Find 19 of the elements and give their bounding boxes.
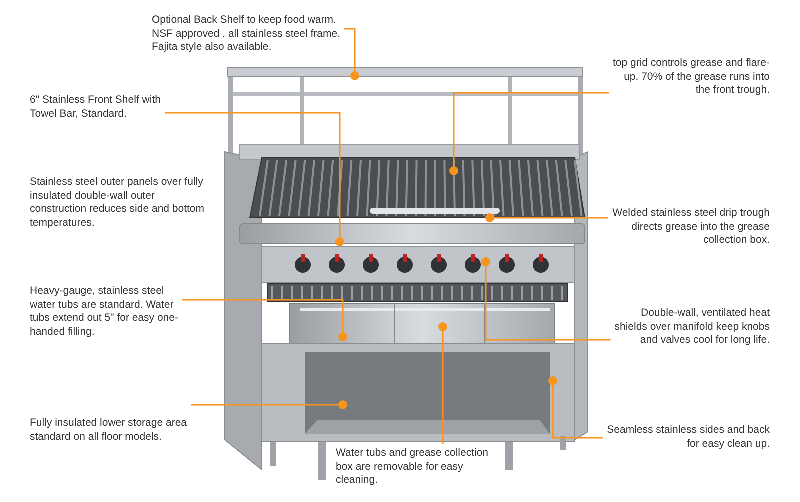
leader-line xyxy=(164,112,344,246)
callout-text: Welded stainless steel drip trough directs grease into the grease collection box. xyxy=(600,207,770,248)
callout-text: Double-wall, ventilated heat shields over manifold keep knobs and valves cool for long life. xyxy=(608,307,770,348)
leader-line xyxy=(438,322,448,444)
leader-line xyxy=(182,299,348,342)
callout-text: Stainless steel outer panels over fully insulated double-wall outer construction reduces side and bottom temperatures. xyxy=(30,176,205,230)
leader-line xyxy=(486,214,609,222)
leader-line xyxy=(450,92,609,176)
callout-text: Water tubs and grease collection box are removable for easy cleaning. xyxy=(336,447,501,488)
callout-text: Heavy-gauge, stainless steel water tubs are standard. Water tubs extend out 5" for easy one-handed filling. xyxy=(30,285,180,339)
leader-line xyxy=(482,258,611,341)
leader-line xyxy=(548,376,604,439)
callout-text: Optional Back Shelf to keep food warm. NSF approved , all stainless steel frame. Fajita style also available. xyxy=(152,14,344,54)
callout-text: Seamless stainless sides and back for easy clean up. xyxy=(600,424,770,451)
callout-text: 6" Stainless Front Shelf with Towel Bar, Standard. xyxy=(30,94,180,121)
callout-text: Fully insulated lower storage area standard on all floor models. xyxy=(30,417,210,444)
leader-line xyxy=(344,28,360,80)
leader-line xyxy=(191,400,348,410)
callout-text: top grid controls grease and flare-up. 70% of the grease runs into the front trough. xyxy=(608,57,770,98)
